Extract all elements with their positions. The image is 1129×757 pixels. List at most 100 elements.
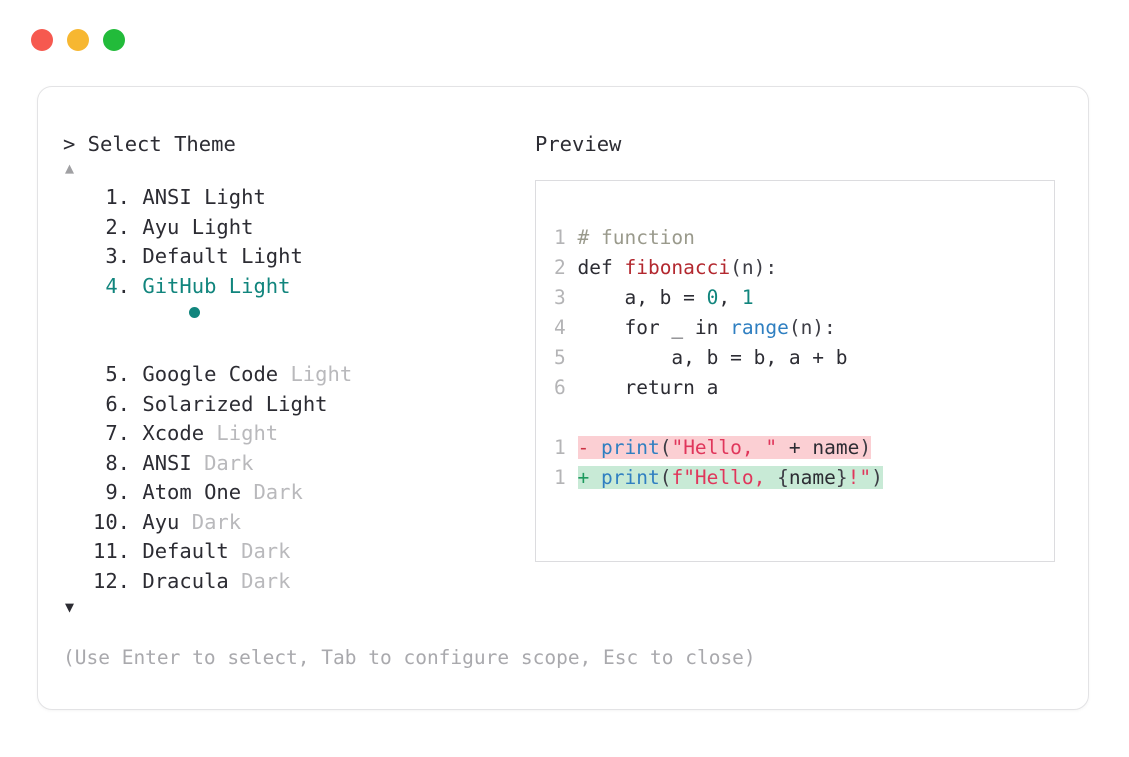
list-item-index: 1 [105,185,118,209]
list-item[interactable]: 2 . Ayu Light [63,213,533,243]
list-item-index: 4 [105,273,118,298]
list-item[interactable]: 1 . ANSI Light [63,183,533,213]
list-item-index: 8 [105,450,118,475]
code-gap [566,286,578,309]
token-punct: ( [659,466,672,489]
code-line: 2 def fibonacci(n): [554,253,1054,283]
line-number: 1 [554,436,566,459]
diff-added-content: + print(f"Hello, {name}!") [577,466,883,489]
token-bang: ! [847,466,860,489]
list-item-space [179,213,191,243]
token-plain: a, b = [577,286,707,309]
list-item-space [192,449,204,479]
code-sample: 1 # function 2 def fibonacci(n): 3 a, b … [536,181,1054,493]
keyboard-hint: (Use Enter to select, Tab to configure s… [63,646,756,669]
list-item[interactable]: 9 . Atom One Dark [63,478,533,508]
selected-bullet-icon [189,307,201,318]
token-plain: a, b = b, a + b [577,346,848,369]
list-item-index: 12 [93,568,118,593]
list-item-space [192,183,204,213]
list-item-space [229,242,241,272]
token-plain: , [718,286,742,309]
code-gap [566,346,578,369]
minimize-button[interactable] [67,29,89,51]
list-item-variant: Dark [204,450,254,475]
token-brace-close: } [835,466,848,489]
list-item[interactable]: 6 . Solarized Light [63,390,533,420]
list-item-name: Xcode [142,421,205,445]
scroll-up-icon[interactable]: ▲ [65,159,75,177]
scroll-down-icon[interactable]: ▼ [65,598,75,616]
list-item[interactable]: 11 . Default Dark [63,537,533,567]
list-item-index: 6 [105,391,118,416]
list-item[interactable]: 5 . Google Code Light [63,360,533,390]
list-item-name: Google Code [142,362,279,386]
list-item-sep: . [117,244,143,268]
code-line: 6 return a [554,373,1054,403]
line-number: 6 [554,376,566,399]
list-item-index: 2 [105,214,118,239]
code-line: 5 a, b = b, a + b [554,343,1054,373]
list-item-variant: Dark [241,568,291,593]
list-item-variant: Light [290,362,353,386]
token-variable: name [788,466,836,489]
list-item-space [253,390,265,420]
token-number: 0 [706,286,719,309]
list-item-index: 7 [105,421,118,445]
list-item[interactable]: 8 . ANSI Dark [63,449,533,479]
token-builtin: range [730,316,789,339]
list-item-name: Solarized [142,391,254,416]
code-gap [566,256,578,279]
token-punct: (n): [788,316,836,339]
window-controls [31,29,125,51]
diff-removed-content: - print("Hello, " + name) [577,436,872,459]
list-item-sep: . [117,273,143,298]
list-item[interactable]: 12 . Dracula Dark [63,567,533,597]
line-number: 2 [554,256,566,279]
token-keyword: def [577,256,625,279]
list-item[interactable]: 3 . Default Light [63,242,533,272]
maximize-button[interactable] [103,29,125,51]
token-function-name: fibonacci [624,256,731,279]
list-item-name: GitHub [142,273,217,298]
list-item-name: Ayu [142,509,180,534]
code-gap [566,226,578,249]
list-item-sep: . [117,568,143,593]
close-button[interactable] [31,29,53,51]
token-builtin: print [601,436,660,459]
list-item[interactable]: 7 . Xcode Light [63,419,533,449]
code-gap [566,466,578,489]
token-quote: " [859,466,872,489]
list-item-variant: Dark [241,539,291,563]
list-item-sep: . [117,185,143,209]
list-item-space [204,419,216,449]
code-gap [589,466,601,489]
list-item[interactable]: 10 . Ayu Dark [63,508,533,538]
code-gap [566,436,578,459]
theme-selector-pane: > Select Theme ▲ 1 . ANSI Light 2 . Ayu … [63,132,756,671]
list-item-selected[interactable]: 4 . GitHub Light [63,272,533,361]
token-punct: (n): [730,256,778,279]
list-item-space [216,272,228,302]
list-item-sep: . [117,450,143,475]
list-item-variant: Light [216,421,279,445]
token-string: "Hello, " [671,436,778,459]
list-item-variant: Light [204,185,266,209]
token-number: 1 [741,286,754,309]
list-item-space [278,360,290,390]
list-item-name: Atom One [142,480,242,504]
list-item-index: 11 [93,539,118,563]
code-line: 4 for _ in range(n): [554,313,1054,343]
list-item-name: ANSI [142,185,192,209]
token-punct: ) [871,466,883,489]
token-punct: ( [659,436,672,459]
line-number: 1 [554,226,566,249]
list-item-index: 5 [105,362,118,386]
list-item-variant: Light [241,244,303,268]
theme-picker-card: > Select Theme ▲ 1 . ANSI Light 2 . Ayu … [37,86,1089,710]
list-item-name: ANSI [142,450,192,475]
diff-line-added: 1 + print(f"Hello, {name}!") [554,463,1054,493]
list-item-sep: . [117,480,143,504]
list-item-index: 10 [93,509,118,534]
code-gap [566,316,578,339]
